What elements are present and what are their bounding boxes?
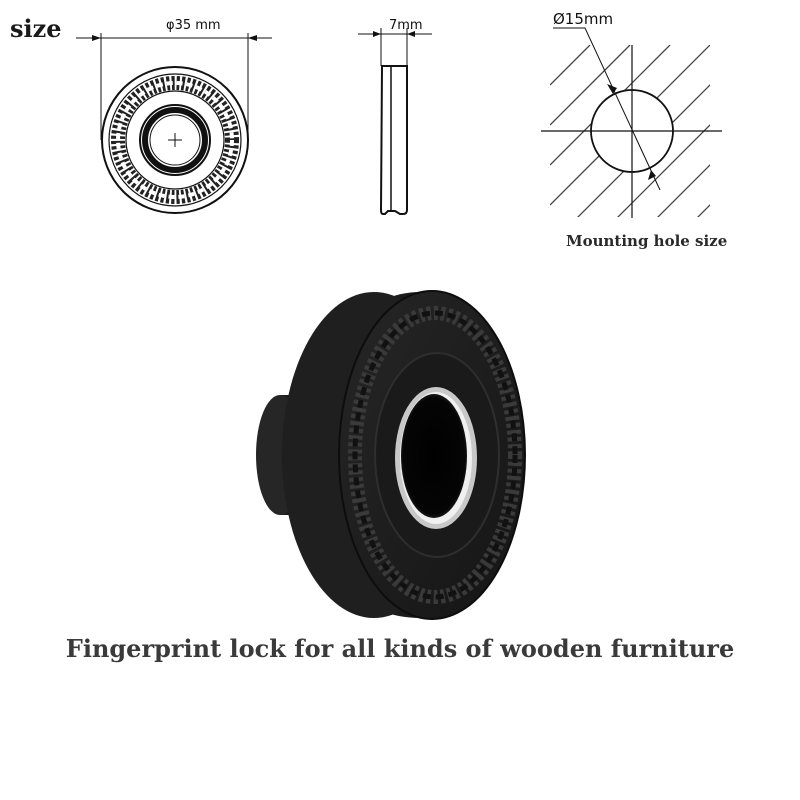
diameter-label: φ35 mm [166, 18, 221, 33]
mounting-hole-caption: Mounting hole size [566, 232, 728, 250]
front-view-drawing [76, 33, 272, 214]
hole-diameter-label: Ø15mm [553, 10, 614, 28]
size-heading: size [10, 14, 62, 43]
hole-dimension-leader [553, 27, 661, 191]
sensor-ring [142, 107, 208, 173]
thickness-label: 7mm [389, 18, 423, 33]
fingerprint-sensor [401, 394, 467, 518]
fingerprint-lock-photo [256, 290, 526, 620]
mounting-hole-drawing [541, 27, 722, 218]
side-view-drawing [358, 28, 432, 215]
product-caption: Fingerprint lock for all kinds of wooden… [65, 634, 735, 663]
